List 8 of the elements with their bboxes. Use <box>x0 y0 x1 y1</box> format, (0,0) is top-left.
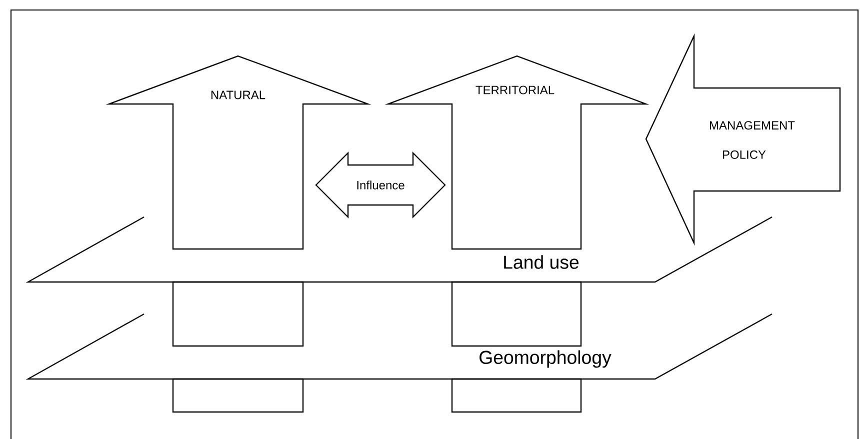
plane: Land use <box>26 216 772 283</box>
box-outline <box>172 281 304 347</box>
box-outline <box>451 378 582 413</box>
plane: Geomorphology <box>26 313 772 380</box>
box-outline <box>451 281 582 347</box>
double-arrow <box>315 152 446 218</box>
edge-label: Influence <box>357 180 404 190</box>
box-outline <box>172 378 304 413</box>
